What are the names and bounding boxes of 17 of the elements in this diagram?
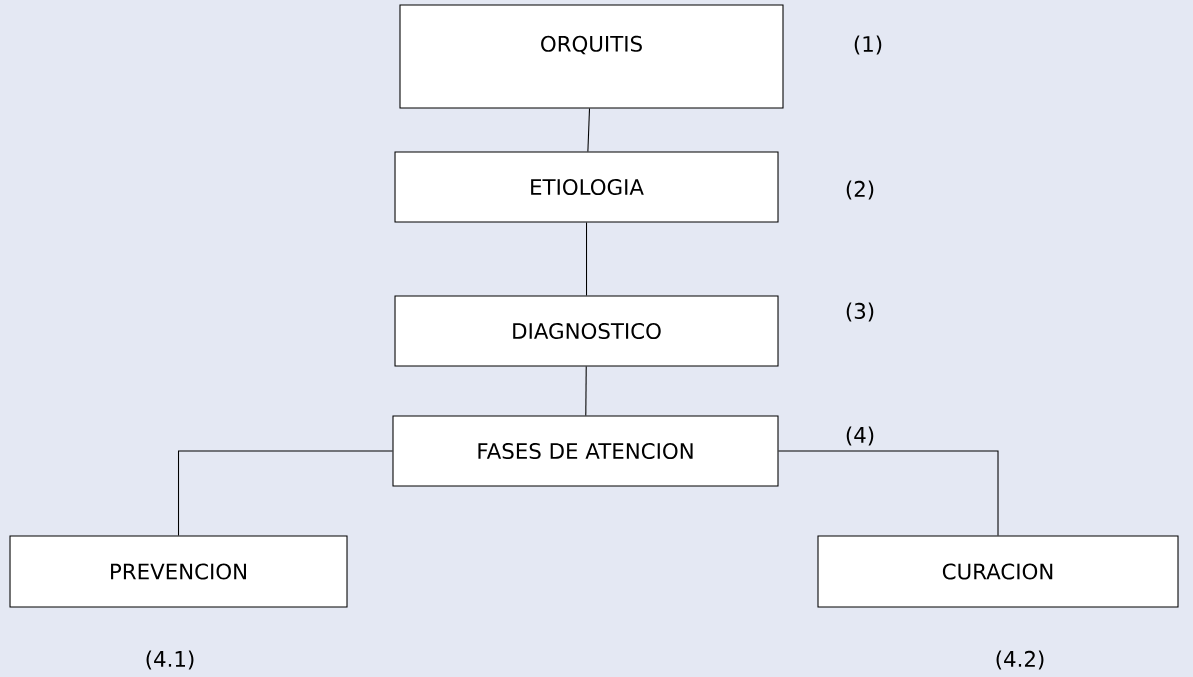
step-number: (4.2) (996, 650, 1044, 670)
step-number: (4) (846, 426, 874, 446)
step-number: (3) (846, 302, 874, 322)
process-box: FASES DE ATENCION (392, 415, 779, 487)
step-number: (4.1) (146, 650, 194, 670)
connector-line (585, 222, 588, 296)
step-number: (2) (846, 180, 874, 200)
connector-line (178, 450, 393, 536)
process-box: ETIOLOGIA (394, 151, 779, 223)
process-box: PREVENCION (9, 535, 348, 608)
process-box: DIAGNOSTICO (394, 295, 779, 367)
process-box: CURACION (817, 535, 1179, 608)
process-box: ORQUITIS (399, 4, 784, 109)
connector-line (778, 450, 999, 536)
connector-line (587, 108, 591, 152)
connector-line (585, 366, 587, 416)
step-number: (1) (854, 35, 882, 55)
